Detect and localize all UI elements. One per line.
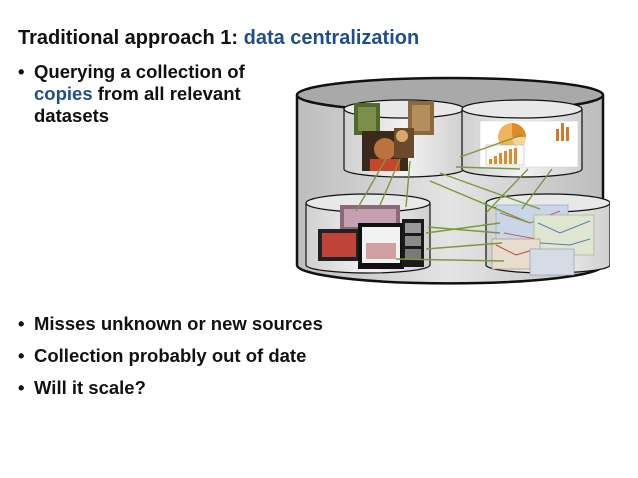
- slide-title: Traditional approach 1: data centralizat…: [18, 27, 419, 50]
- bullet-text: Will it scale?: [34, 377, 146, 398]
- bullet-scale: • Will it scale?: [18, 377, 418, 399]
- bullet-misses-sources: • Misses unknown or new sources: [18, 313, 418, 335]
- bullet-highlight: copies: [34, 83, 93, 104]
- title-highlight: data centralization: [243, 27, 420, 49]
- bullet-marker: •: [18, 313, 25, 334]
- chart-thumbnails-icon: [461, 99, 583, 178]
- title-prefix: Traditional approach 1:: [18, 27, 239, 49]
- bullet-line: Querying a collection of: [34, 61, 245, 82]
- bullet-marker: •: [18, 61, 25, 82]
- photo-collage-icon: [343, 99, 465, 178]
- map-thumbnails-icon: [485, 193, 610, 276]
- bullet-text: Misses unknown or new sources: [34, 313, 323, 334]
- bullet-marker: •: [18, 377, 25, 398]
- bullet-line: datasets: [34, 105, 110, 126]
- bullet-text: Collection probably out of date: [34, 345, 307, 366]
- bullet-line: from all relevant: [92, 83, 241, 104]
- bullet-querying: • Querying a collection of copies from a…: [18, 61, 288, 127]
- bullet-out-of-date: • Collection probably out of date: [18, 345, 418, 367]
- film-strip-icon: [305, 193, 431, 274]
- bullet-marker: •: [18, 345, 25, 366]
- copy-arrows: [355, 134, 553, 262]
- centralized-database-diagram: [295, 76, 610, 285]
- bullet-text: Querying a collection of copies from all…: [34, 61, 288, 127]
